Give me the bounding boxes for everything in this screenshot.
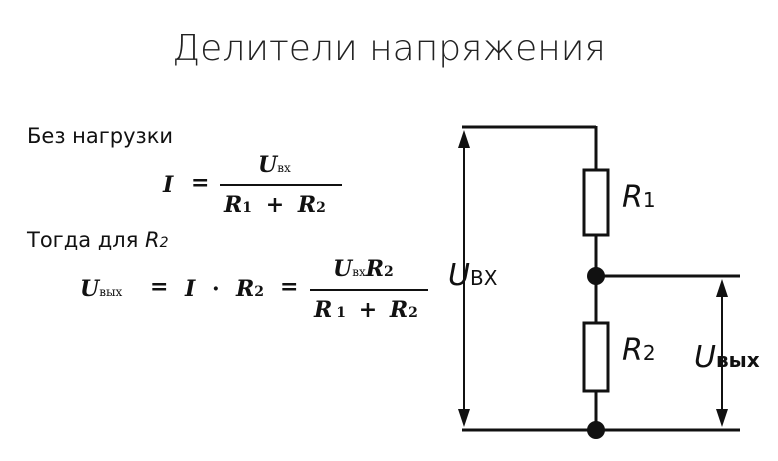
formula2-den-r2: R (389, 297, 409, 323)
formula2-equals-1: = (150, 274, 169, 300)
formula1-num-var: U (258, 152, 278, 178)
uin-label: UВХ (448, 258, 497, 293)
no-load-label: Без нагрузки (27, 124, 174, 148)
formula2-lhs-sub: вых (99, 285, 123, 299)
formula1-num-sub: вх (277, 161, 291, 175)
formula1-lhs: I (163, 172, 174, 198)
formula1-equals: = (191, 170, 210, 196)
then-label-text: Тогда для (27, 228, 139, 252)
uout-label-sub: вых (715, 348, 760, 372)
formula2-lhs-var: U (80, 276, 100, 302)
formula1-den-r2-sub: 2 (316, 200, 326, 216)
uout-arrow (716, 279, 728, 427)
formula2-num-sub: вх (352, 265, 366, 279)
r2-label-var: R (622, 333, 643, 368)
then-var-sub: 2 (159, 235, 169, 251)
formula2-lhs: Uвых (80, 276, 122, 302)
resistor-r2 (582, 321, 610, 393)
r1-label: R1 (622, 180, 656, 215)
formula2-r: R2 (236, 276, 264, 302)
uin-label-sub: ВХ (469, 266, 498, 290)
junction-dot-bottom (587, 421, 605, 439)
uout-label-var: U (694, 340, 716, 375)
formula1-denominator: R1 + R2 (224, 192, 326, 218)
formula2-r-sub: 2 (254, 284, 265, 300)
uin-arrow (458, 130, 470, 427)
formula2-i: I (185, 276, 196, 302)
formula1-fraction-bar (220, 184, 342, 186)
resistor-r1 (582, 168, 610, 237)
page-title: Делители напряжения (172, 28, 606, 69)
formula2-den-r2-sub: 2 (408, 305, 418, 321)
then-var: R (145, 228, 160, 252)
r2-label: R2 (622, 333, 656, 368)
formula2-num-r: R (365, 256, 385, 282)
junction-dot-middle (587, 267, 605, 285)
formula2-numerator: UвхR2 (333, 256, 394, 282)
formula1-den-r1-sub: 1 (242, 200, 253, 216)
r2-label-sub: 2 (642, 341, 656, 365)
r1-label-sub: 1 (642, 188, 656, 212)
formula1-den-r1: R (224, 192, 243, 218)
formula2-num-r-sub: 2 (384, 264, 394, 280)
formula1-den-plus: + (265, 192, 285, 218)
r1-label-var: R (622, 180, 643, 215)
then-label: Тогда для R2 (27, 228, 169, 252)
formula2-den-plus: + (358, 297, 378, 323)
formula2-dot: · (212, 276, 220, 302)
formula2-r-var: R (236, 276, 255, 302)
formula2-fraction-bar (310, 289, 428, 291)
formula1-numerator: Uвх (258, 152, 291, 178)
uout-label: Uвых (694, 340, 760, 375)
formula2-num-var: U (333, 256, 353, 282)
formula2-den-r1: R (314, 297, 333, 323)
formula1-den-r2: R (297, 192, 317, 218)
uin-label-var: U (448, 258, 470, 293)
formula2-den-r1-sub: 1 (336, 305, 347, 321)
formula2-equals-2: = (280, 274, 299, 300)
